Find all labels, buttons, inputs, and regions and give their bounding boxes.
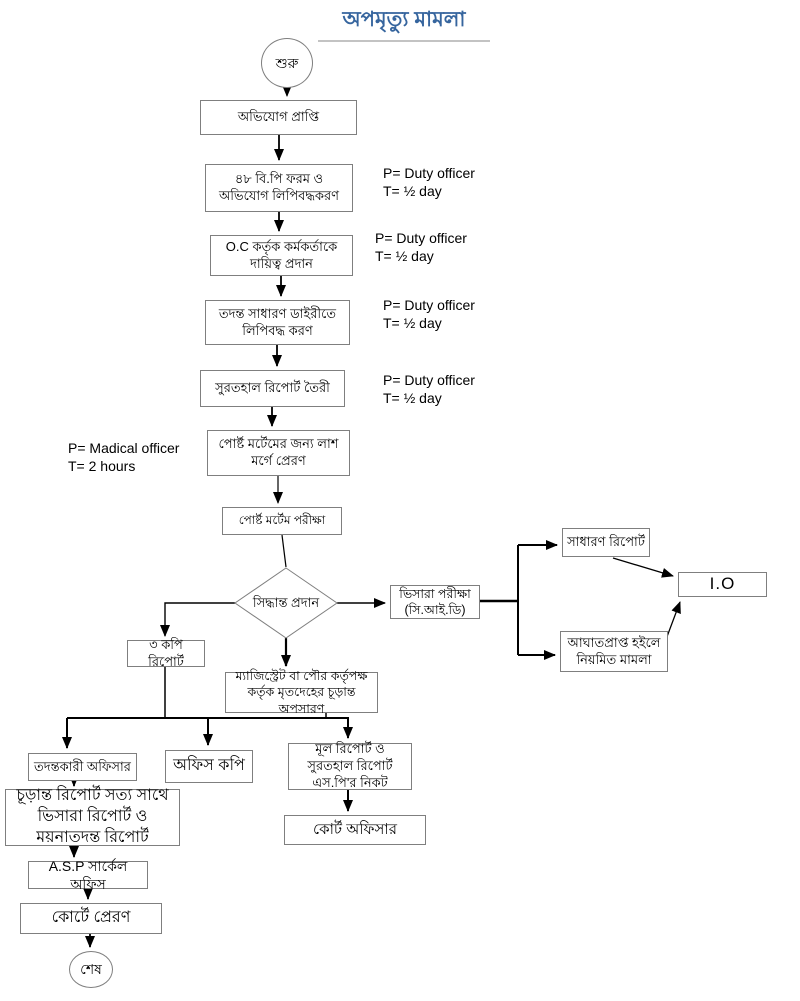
step-magistrate-final-disposal: ম্যাজিস্ট্রেট বা পৌর কর্তৃপক্ষ কর্তৃক মৃ… xyxy=(225,669,378,716)
annotation-person: P= Duty officer xyxy=(383,372,475,388)
flow-arrows xyxy=(62,85,681,948)
step-reports-to-sp: মূল রিপোর্ট ও সুরতহাল রিপোর্ট এস.পি'র নি… xyxy=(288,741,412,790)
annotation-time: T= ½ day xyxy=(375,248,434,265)
step-label: সুরতহাল রিপোর্ট তৈরী xyxy=(215,380,330,396)
decision-node-label: সিদ্ধান্ত প্রদান xyxy=(226,588,346,618)
annotation-person: P= Duty officer xyxy=(383,165,475,181)
step-complaint-received: অভিযোগ প্রাপ্তি xyxy=(200,100,357,135)
start-terminator: শুরু xyxy=(261,38,313,88)
annotation-person: P= Duty officer xyxy=(375,230,467,246)
step-asp-circle-office: A.S.P সার্কেল অফিস xyxy=(28,858,148,892)
step-postmortem-exam: পোর্ষ্ট মর্টেম পরীক্ষা xyxy=(222,507,342,535)
annotation-duty-officer-4: P= Duty officer T= ½ day xyxy=(383,371,475,407)
step-inquest-report: সুরতহাল রিপোর্ট তৈরী xyxy=(200,370,345,407)
annotation-person: P= Madical officer xyxy=(68,440,180,456)
step-label: ম্যাজিস্ট্রেট বা পৌর কর্তৃপক্ষ কর্তৃক মৃ… xyxy=(235,669,368,716)
decision-label: সিদ্ধান্ত প্রদান xyxy=(252,594,320,610)
step-label: A.S.P সার্কেল অফিস xyxy=(48,857,128,892)
step-final-report-with-viscera: চূড়ান্ত রিপোর্ট সত্য সাথে ভিসারা রিপোর্… xyxy=(5,787,180,846)
annotation-person: P= Duty officer xyxy=(383,297,475,313)
step-label: অফিস কপি xyxy=(173,757,245,775)
step-label: O.C কর্তৃক কর্মকর্তাকে দায়িত্ব প্রদান xyxy=(225,238,338,271)
end-label: শেষ xyxy=(80,961,102,978)
step-regular-case-if-injured: আঘাতপ্রাপ্ত হইলে নিয়মিত মামলা xyxy=(560,631,668,672)
annotation-duty-officer-2: P= Duty officer T= ½ day xyxy=(375,229,467,265)
step-label: পোর্ষ্ট মর্টেম পরীক্ষা xyxy=(238,513,326,528)
step-label: চূড়ান্ত রিপোর্ট সত্য সাথে ভিসারা রিপোর্… xyxy=(16,787,169,846)
step-label: ৩ কপি রিপোর্ট xyxy=(148,636,184,669)
step-48bp-form-recording: ৪৮ বি.পি ফরম ও অভিযোগ লিপিবদ্ধকরণ xyxy=(205,164,353,212)
step-label: তদন্ত সাধারণ ডাইরীতে লিপিবদ্ধ করণ xyxy=(218,305,337,338)
step-io: I.O xyxy=(678,572,767,597)
start-label: শুরু xyxy=(275,54,299,71)
annotation-time: T= ½ day xyxy=(383,183,442,200)
step-send-to-court: কোর্টে প্রেরণ xyxy=(20,903,162,934)
step-label: I.O xyxy=(709,574,736,594)
step-label: সাধারণ রিপোর্ট xyxy=(567,534,645,550)
step-oc-assigns-officer: O.C কর্তৃক কর্মকর্তাকে দায়িত্ব প্রদান xyxy=(210,235,353,276)
step-send-body-to-morgue: পোর্ষ্ট মর্টেমের জন্য লাশ মর্গে প্রেরণ xyxy=(207,430,350,476)
page-title: অপমৃত্যু মামলা xyxy=(318,3,490,42)
step-office-copy: অফিস কপি xyxy=(165,750,253,783)
step-label: মূল রিপোর্ট ও সুরতহাল রিপোর্ট এস.পি'র নি… xyxy=(307,741,393,790)
step-investigating-officer: তদন্তকারী অফিসার xyxy=(28,753,137,781)
step-label: আঘাতপ্রাপ্ত হইলে নিয়মিত মামলা xyxy=(567,634,661,667)
step-court-officer: কোর্ট অফিসার xyxy=(284,815,426,845)
step-label: ভিসারা পরীক্ষা (সি.আই.ডি) xyxy=(399,586,471,617)
step-general-diary-entry: তদন্ত সাধারণ ডাইরীতে লিপিবদ্ধ করণ xyxy=(205,300,350,345)
step-general-report: সাধারণ রিপোর্ট xyxy=(562,528,650,557)
annotation-duty-officer-1: P= Duty officer T= ½ day xyxy=(383,164,475,200)
end-terminator: শেষ xyxy=(69,951,113,988)
annotation-time: T= 2 hours xyxy=(68,458,136,475)
step-viscera-exam-cid: ভিসারা পরীক্ষা (সি.আই.ডি) xyxy=(390,585,480,619)
step-label: পোর্ষ্ট মর্টেমের জন্য লাশ মর্গে প্রেরণ xyxy=(218,436,339,468)
step-label: তদন্তকারী অফিসার xyxy=(34,758,131,774)
step-3-copies-report: ৩ কপি রিপোর্ট xyxy=(127,637,205,669)
annotation-time: T= ½ day xyxy=(383,315,442,332)
annotation-time: T= ½ day xyxy=(383,390,442,407)
step-label: ৪৮ বি.পি ফরম ও অভিযোগ লিপিবদ্ধকরণ xyxy=(218,171,340,203)
annotation-medical-officer: P= Madical officer T= 2 hours xyxy=(68,439,179,475)
step-label: অভিযোগ প্রাপ্তি xyxy=(237,109,320,125)
step-label: কোর্ট অফিসার xyxy=(312,821,398,839)
annotation-duty-officer-3: P= Duty officer T= ½ day xyxy=(383,296,475,332)
step-label: কোর্টে প্রেরণ xyxy=(51,909,131,927)
decision-diamond-shape xyxy=(234,567,338,639)
